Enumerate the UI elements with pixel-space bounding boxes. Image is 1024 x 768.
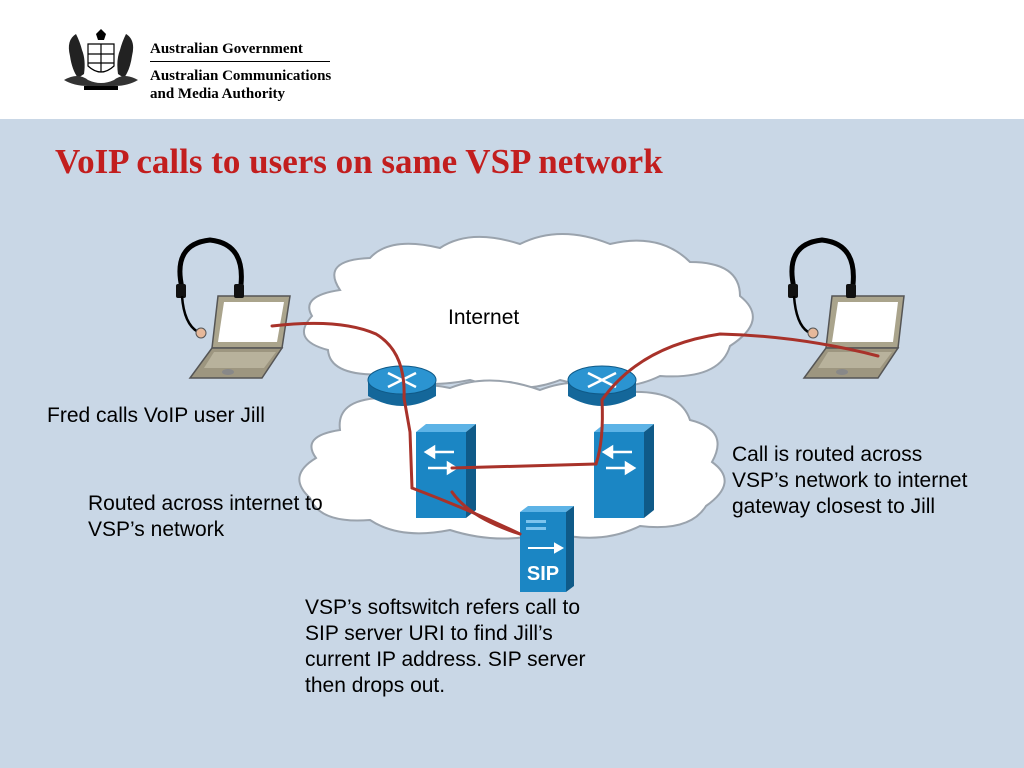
call-path-switch-to-router xyxy=(594,398,604,466)
router-right-icon xyxy=(567,365,637,406)
fred-laptop xyxy=(188,295,291,379)
call-path-router-to-jill xyxy=(600,332,880,402)
call-routed-annotation: Call is routed across VSP’s network to i… xyxy=(732,443,968,518)
call-path-router-to-switch xyxy=(402,396,414,490)
internet-cloud xyxy=(302,233,754,389)
sip-server-icon: SIP xyxy=(520,506,574,592)
internet-label: Internet xyxy=(448,306,520,329)
softswitch-annotation: VSP’s softswitch refers call to SIP serv… xyxy=(305,596,586,697)
authority-name-line2: and Media Authority xyxy=(150,86,286,102)
fred-headset-icon xyxy=(176,237,244,339)
slide-title: VoIP calls to users on same VSP network xyxy=(55,142,663,181)
call-path-switch-link xyxy=(450,462,598,470)
fred-annotation: Fred calls VoIP user Jill xyxy=(47,404,265,427)
gov-name: Australian Government xyxy=(150,41,303,57)
call-path-sip-to-switch xyxy=(450,490,522,536)
header-bar: Australian Government Australian Communi… xyxy=(0,0,1024,119)
jill-laptop xyxy=(802,295,905,379)
sip-label: SIP xyxy=(527,563,559,585)
switch-left-icon xyxy=(416,424,476,518)
authority-name-line1: Australian Communications xyxy=(150,68,332,84)
divider xyxy=(150,61,330,62)
call-path xyxy=(270,321,880,536)
agency-name: Australian Government Australian Communi… xyxy=(150,40,331,103)
call-path-fred-to-router xyxy=(270,321,406,400)
switch-right-icon xyxy=(594,424,654,518)
vsp-network-cloud xyxy=(298,379,726,540)
routed-annotation: Routed across internet to VSP’s network xyxy=(88,492,323,541)
coat-of-arms-logo xyxy=(64,29,138,90)
jill-headset-icon xyxy=(788,237,856,339)
router-left-icon xyxy=(367,365,437,406)
